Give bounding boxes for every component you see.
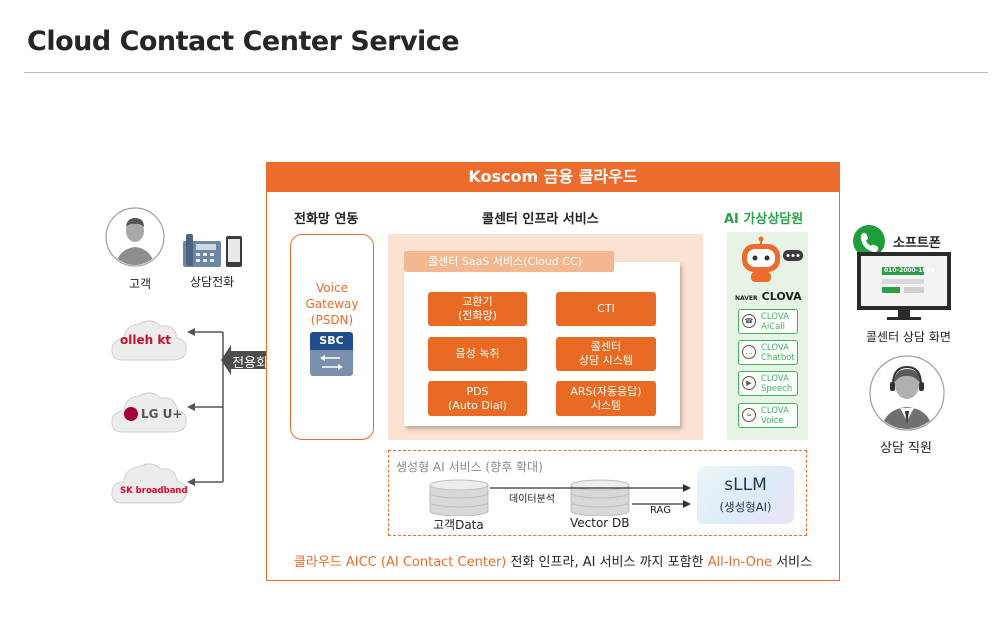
chat-bubble-icon: …	[742, 345, 756, 359]
title-divider	[24, 72, 988, 73]
service-recording: 음성 녹취	[428, 337, 527, 371]
clova-label: CLOVA	[761, 290, 802, 303]
sbc-arrows-panel	[310, 350, 353, 376]
service-consult-system: 콜센터 상담 시스템	[556, 337, 656, 371]
data-analysis-label: 데이터분석	[509, 494, 555, 505]
clova-chatbot-label: CLOVA Chatbot	[761, 343, 795, 363]
ai-section-label: AI 가상상담원	[724, 212, 804, 227]
agent-label: 상담 직원	[880, 441, 932, 456]
sllm-box	[697, 466, 794, 524]
desk-phone-icon	[183, 234, 242, 267]
telecom-section-label: 전화망 연동	[294, 212, 359, 227]
call-bubble-icon: ☎	[742, 314, 756, 328]
gen-ai-box	[388, 450, 807, 536]
agent-avatar-icon	[869, 355, 945, 431]
customer-data-label: 고객Data	[433, 518, 484, 532]
monitor-icon	[857, 252, 951, 320]
clova-voice: ≈ CLOVA Voice	[738, 403, 798, 428]
vector-db-label: Vector DB	[570, 516, 630, 530]
carrier-cloud-kt	[111, 320, 187, 361]
olleh-kt-logo: olleh kt	[120, 333, 172, 347]
softphone-icon	[853, 225, 885, 257]
voice-gateway-label: Voice Gateway (PSDN)	[305, 281, 359, 327]
service-pbx: 교환기 (전화망)	[428, 292, 527, 326]
sbc-icon: SBC	[310, 332, 353, 376]
customer-avatar-icon	[105, 207, 165, 267]
softphone-label: 소프트폰	[893, 236, 941, 251]
infra-section-label: 콜센터 인프라 서비스	[482, 212, 599, 227]
service-ars: ARS(자동응답) 시스템	[556, 381, 656, 416]
page-title: Cloud Contact Center Service	[27, 26, 460, 57]
clova-speech: ▶ CLOVA Speech	[738, 371, 798, 396]
rag-label: RAG	[650, 505, 671, 516]
footer-aicc: 클라우드 AICC (AI Contact Center)	[293, 555, 507, 570]
service-cti: CTI	[556, 292, 656, 326]
clova-voice-label: CLOVA Voice	[761, 406, 789, 426]
screen-number: 010-2000-1004	[884, 267, 935, 274]
sllm-subtitle: (생성형AI)	[719, 500, 772, 514]
naver-label: NAVER	[735, 295, 758, 302]
speech-icon: ▶	[742, 376, 756, 390]
gen-ai-flow-arrows	[490, 484, 691, 508]
gen-ai-label: 생성형 AI 서비스 (향후 확대)	[396, 460, 543, 474]
robot-icon	[742, 236, 803, 282]
carrier-cloud-sk	[111, 463, 187, 504]
carrier-cloud-lgu	[111, 392, 187, 433]
clova-aicall: ☎ CLOVA AiCall	[738, 309, 798, 334]
koscom-cloud-header: Koscom 금융 클라우드	[266, 162, 840, 192]
sbc-label: SBC	[310, 332, 353, 350]
clova-chatbot: … CLOVA Chatbot	[738, 340, 798, 365]
sllm-title: sLLM	[724, 475, 767, 495]
footer-all-in-one: All-In-One	[707, 555, 773, 570]
saas-service-tab: 콜센터 SaaS 서비스(Cloud CC)	[404, 251, 614, 272]
clova-speech-label: CLOVA Speech	[761, 374, 793, 394]
sk-broadband-logo: SK broadband	[120, 486, 188, 496]
footer-middle: 전화 인프라, AI 서비스 까지 포함한	[506, 555, 708, 570]
screen-label: 콜센터 상담 화면	[866, 330, 951, 344]
footer-summary: 클라우드 AICC (AI Contact Center) 전화 인프라, AI…	[266, 551, 840, 570]
lg-uplus-logo: LG U+	[141, 407, 183, 421]
voice-wave-icon: ≈	[742, 408, 756, 422]
customer-data-db-icon	[429, 479, 489, 516]
phone-label: 상담전화	[190, 275, 235, 289]
footer-end: 서비스	[772, 555, 813, 570]
lg-logo-icon	[124, 407, 138, 421]
clova-aicall-label: CLOVA AiCall	[761, 312, 789, 332]
swap-arrows-icon	[320, 355, 343, 370]
service-pds: PDS (Auto Dial)	[428, 381, 527, 416]
customer-label: 고객	[129, 277, 152, 291]
